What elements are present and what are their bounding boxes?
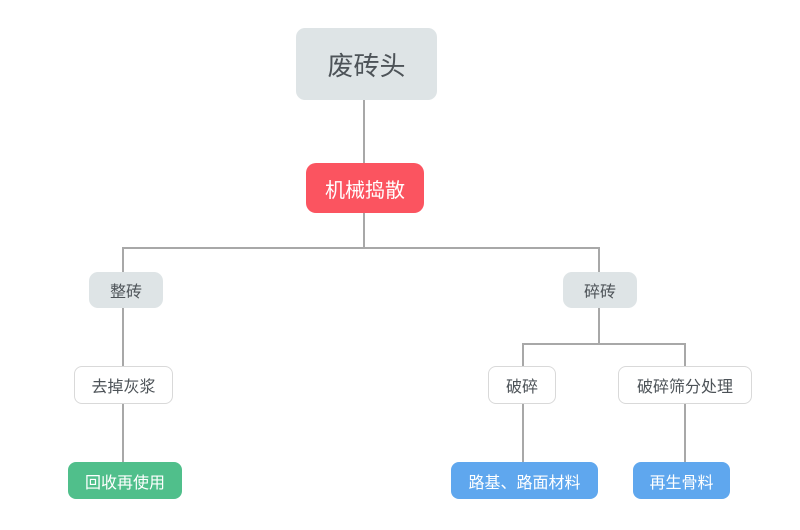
node-roadbed-material[interactable]: 路基、路面材料 — [451, 462, 598, 499]
connector-mortar-to-reuse — [122, 404, 124, 462]
connector-level4-branch — [522, 343, 686, 345]
connector-to-crush — [522, 343, 524, 366]
connector-to-crush-screen — [684, 343, 686, 366]
node-recycled-aggregate-label: 再生骨料 — [649, 474, 714, 492]
connector-to-broken-brick — [598, 247, 600, 272]
node-broken-brick-label: 碎砖 — [583, 284, 616, 301]
connector-screen-to-aggregate — [684, 404, 686, 462]
node-crush-screen[interactable]: 破碎筛分处理 — [618, 366, 752, 404]
node-waste-brick-label: 废砖头 — [327, 50, 406, 81]
node-recycle-reuse-label: 回收再使用 — [84, 474, 165, 492]
node-roadbed-material-label: 路基、路面材料 — [468, 474, 581, 492]
node-crush-screen-label: 破碎筛分处理 — [636, 379, 733, 396]
connector-root-to-mechanical — [363, 100, 365, 163]
node-crush[interactable]: 破碎 — [488, 366, 556, 404]
node-remove-mortar-label: 去掉灰浆 — [91, 379, 156, 396]
connector-to-whole-brick — [122, 247, 124, 272]
node-mechanical-break-label: 机械捣散 — [325, 179, 405, 202]
connector-whole-to-mortar — [122, 308, 124, 366]
node-mechanical-break[interactable]: 机械捣散 — [306, 163, 424, 213]
node-crush-label: 破碎 — [505, 379, 538, 396]
node-recycled-aggregate[interactable]: 再生骨料 — [633, 462, 730, 499]
connector-level2-branch — [122, 247, 600, 249]
node-whole-brick-label: 整砖 — [109, 284, 142, 301]
node-recycle-reuse[interactable]: 回收再使用 — [68, 462, 182, 499]
connector-broken-stem — [598, 307, 600, 345]
node-whole-brick[interactable]: 整砖 — [89, 272, 163, 308]
node-broken-brick[interactable]: 碎砖 — [563, 272, 637, 308]
connector-mechanical-stem — [363, 213, 365, 249]
node-remove-mortar[interactable]: 去掉灰浆 — [74, 366, 173, 404]
node-waste-brick[interactable]: 废砖头 — [296, 28, 437, 100]
connector-crush-to-roadbed — [522, 404, 524, 462]
